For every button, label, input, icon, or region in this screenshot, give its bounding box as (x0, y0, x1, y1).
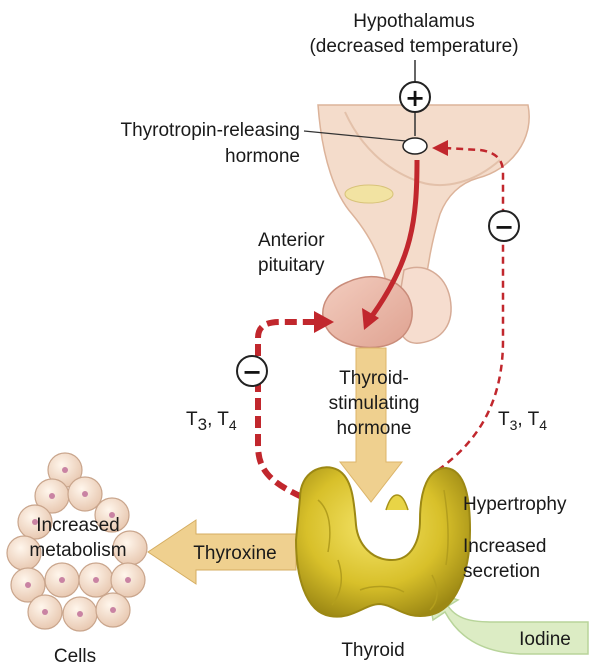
hypothalamus-label: Hypothalamus (353, 11, 474, 32)
right-feedback-arrowhead (432, 140, 448, 156)
trh-label-line2: hormone (225, 146, 300, 167)
metabolism-label-line1: Increased (36, 515, 119, 536)
hypertrophy-label: Hypertrophy (463, 494, 567, 515)
thyroid-label: Thyroid (341, 640, 404, 661)
left-feedback-arrowhead (314, 311, 334, 333)
tsh-label-line3: hormone (337, 418, 412, 439)
thyroxine-label: Thyroxine (193, 543, 276, 564)
t3-t4-right-label: T3, T4 (498, 409, 547, 433)
hypothalamus-note: (decreased temperature) (309, 36, 518, 57)
tsh-arrow (338, 347, 404, 503)
thyroxine-arrow (147, 519, 297, 585)
trh-neuron-oval (402, 137, 428, 155)
thyroid-gland (294, 466, 472, 618)
brain-fold (344, 111, 501, 186)
trh-label-line1: Thyrotropin-releasing (120, 120, 300, 141)
tsh-label-line1: Thyroid- (339, 368, 409, 389)
secretion-label: secretion (463, 561, 540, 582)
stimulation-plus-circle (399, 81, 431, 113)
anterior-pituitary-label-line1: Anterior (258, 230, 325, 251)
iodine-label: Iodine (519, 629, 571, 650)
cell-cluster (6, 452, 148, 632)
right-minus-circle (488, 210, 520, 242)
optic-chiasm (344, 184, 394, 204)
t3-t4-left-label: T3, T4 (186, 409, 237, 434)
right-feedback-arrow (437, 146, 505, 472)
left-feedback-arrow (255, 319, 318, 500)
trh-arrow (369, 159, 420, 318)
anterior-pituitary-label-line2: pituitary (258, 255, 325, 276)
increased-label: Increased (463, 536, 546, 557)
cells-label: Cells (54, 646, 96, 667)
tsh-label-line2: stimulating (329, 393, 420, 414)
trh-arrowhead (362, 308, 379, 330)
trh-leader-line (303, 130, 407, 142)
metabolism-label-line2: metabolism (29, 540, 126, 561)
left-minus-circle (236, 355, 268, 387)
left-minus-sign: − (242, 358, 262, 386)
plus-sign: + (405, 84, 425, 112)
right-minus-sign: − (494, 213, 514, 241)
